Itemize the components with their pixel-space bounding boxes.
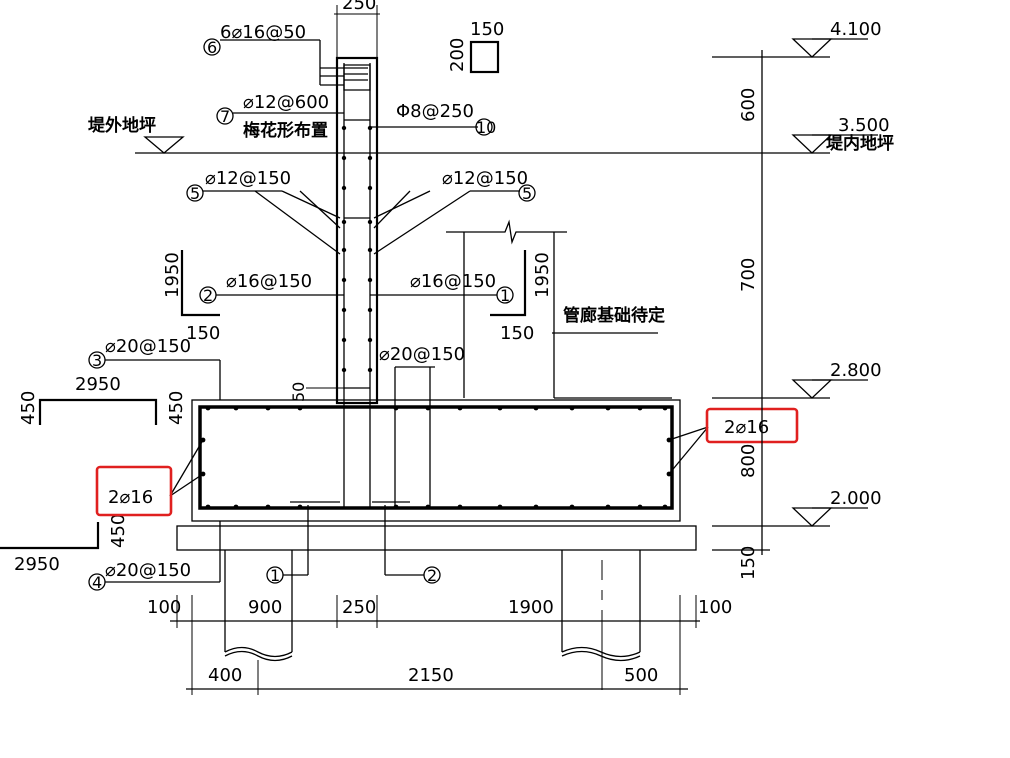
dim-1950-right: 1950 (532, 252, 553, 298)
inside-ground-label: 堤内地坪 (826, 133, 894, 154)
dim-bottom-500: 500 (624, 665, 658, 686)
stirrup-section: 150 200 (447, 19, 504, 74)
dim-2950-top: 2950 (75, 374, 121, 395)
pipe-foundation-label: 管廊基础待定 (563, 305, 665, 326)
callout-5-left: 5 ⌀12@150 (186, 168, 341, 255)
rebar-r6: 6⌀16@50 (220, 22, 306, 43)
elevation-e1: 4.100 (830, 19, 882, 40)
plum-layout-label: 梅花形布置 (243, 120, 328, 141)
marker-2a: 2 (203, 286, 213, 305)
dim-bottom-1900: 1900 (508, 597, 554, 618)
dim-col-top: 250 (334, 0, 380, 58)
footing (176, 399, 697, 551)
rebar-r10: Φ8@250 (396, 101, 474, 122)
side-bars-right: 2⌀16 (668, 407, 799, 475)
rebar-r3: ⌀20@150 (105, 336, 191, 357)
ground-lines: 堤外地坪 (88, 115, 700, 154)
marker-5a: 5 (190, 184, 200, 203)
dim-150-left: 150 (186, 323, 220, 344)
piles (224, 550, 641, 690)
dim-50-label: 50 (289, 382, 308, 402)
callout-1-bot: 1 (266, 505, 309, 585)
side-bars-left: 2⌀16 (95, 439, 204, 517)
callout-5-right: 5 ⌀12@150 (373, 168, 536, 255)
dim-150-sec: 150 (470, 19, 504, 40)
elevation-e4: 2.000 (830, 488, 882, 509)
dim-1950-left: 1950 (162, 252, 183, 298)
marker-1a: 1 (500, 286, 510, 305)
dim-2950-bot: 2950 (14, 554, 60, 575)
dim-bottom-900: 900 (248, 597, 282, 618)
footing-dots (200, 405, 672, 510)
pipe-corridor: 管廊基础待定 (446, 219, 672, 399)
callout-1-mid: 1 ⌀16@150 (370, 271, 514, 305)
callout-2-mid: 2 ⌀16@150 (199, 271, 344, 305)
marker-6: 6 (207, 38, 217, 57)
dim-450-side: 450 (166, 391, 187, 425)
rebar-r1-mid: ⌀16@150 (410, 271, 496, 292)
callout-7: 7 ⌀12@600 梅花形布置 (216, 92, 344, 141)
dim-bottom-100a: 100 (147, 597, 181, 618)
marker-7: 7 (220, 107, 230, 126)
marker-3: 3 (92, 351, 102, 370)
bottom-dimensions: 100 900 250 1900 100 400 2150 500 (147, 595, 732, 695)
marker-5b: 5 (522, 184, 532, 203)
marker-1b: 1 (270, 566, 280, 585)
elev-dim-600: 600 (738, 88, 759, 122)
dim-bottom-2150: 2150 (408, 665, 454, 686)
rebar-r2-mid: ⌀16@150 (226, 271, 312, 292)
left-brackets: 2950 450 450 2950 450 1950 150 1950 150 (0, 250, 553, 575)
callout-10: 10 Φ8@250 (370, 101, 496, 137)
outside-ground-label: 堤外地坪 (88, 115, 156, 136)
marker-4: 4 (92, 573, 102, 592)
elev-dim-700: 700 (738, 258, 759, 292)
rebar-r4: ⌀20@150 (105, 560, 191, 581)
dim-150-right: 150 (500, 323, 534, 344)
callout-2-bot: 2 (384, 505, 441, 585)
wall-dots (341, 125, 373, 373)
callout-6: 6 6⌀16@50 (203, 22, 344, 86)
rebar-r5-right: ⌀12@150 (442, 168, 528, 189)
rebar-r5-left: ⌀12@150 (205, 168, 291, 189)
dim-250-top: 250 (342, 0, 376, 14)
elev-dim-150: 150 (738, 546, 759, 580)
side-bars-left-label: 2⌀16 (108, 487, 153, 508)
dim-200-sec: 200 (447, 38, 468, 72)
dim-bottom-400: 400 (208, 665, 242, 686)
elevation-e2: 3.500 (838, 115, 890, 136)
elev-dim-800: 800 (738, 444, 759, 478)
rebar-r7: ⌀12@600 (243, 92, 329, 113)
dim-bottom-100b: 100 (698, 597, 732, 618)
rebar-r-center: ⌀20@150 (379, 344, 465, 365)
dim-50: 50 (289, 382, 344, 402)
side-bars-right-label: 2⌀16 (724, 417, 769, 438)
marker-2b: 2 (427, 566, 437, 585)
wall-stem (335, 56, 379, 508)
dim-450-top: 450 (18, 391, 39, 425)
callout-4: 4 ⌀20@150 (88, 521, 221, 592)
right-elevation: 4.100 3.500 堤内地坪 2.800 2.000 600 700 800… (700, 19, 894, 580)
dim-bottom-250: 250 (342, 597, 376, 618)
dim-450-bot: 450 (108, 514, 129, 548)
elevation-e3: 2.800 (830, 360, 882, 381)
marker-10: 10 (476, 118, 496, 137)
callout-3: 3 ⌀20@150 (88, 336, 221, 400)
callout-center: ⌀20@150 (379, 344, 465, 508)
